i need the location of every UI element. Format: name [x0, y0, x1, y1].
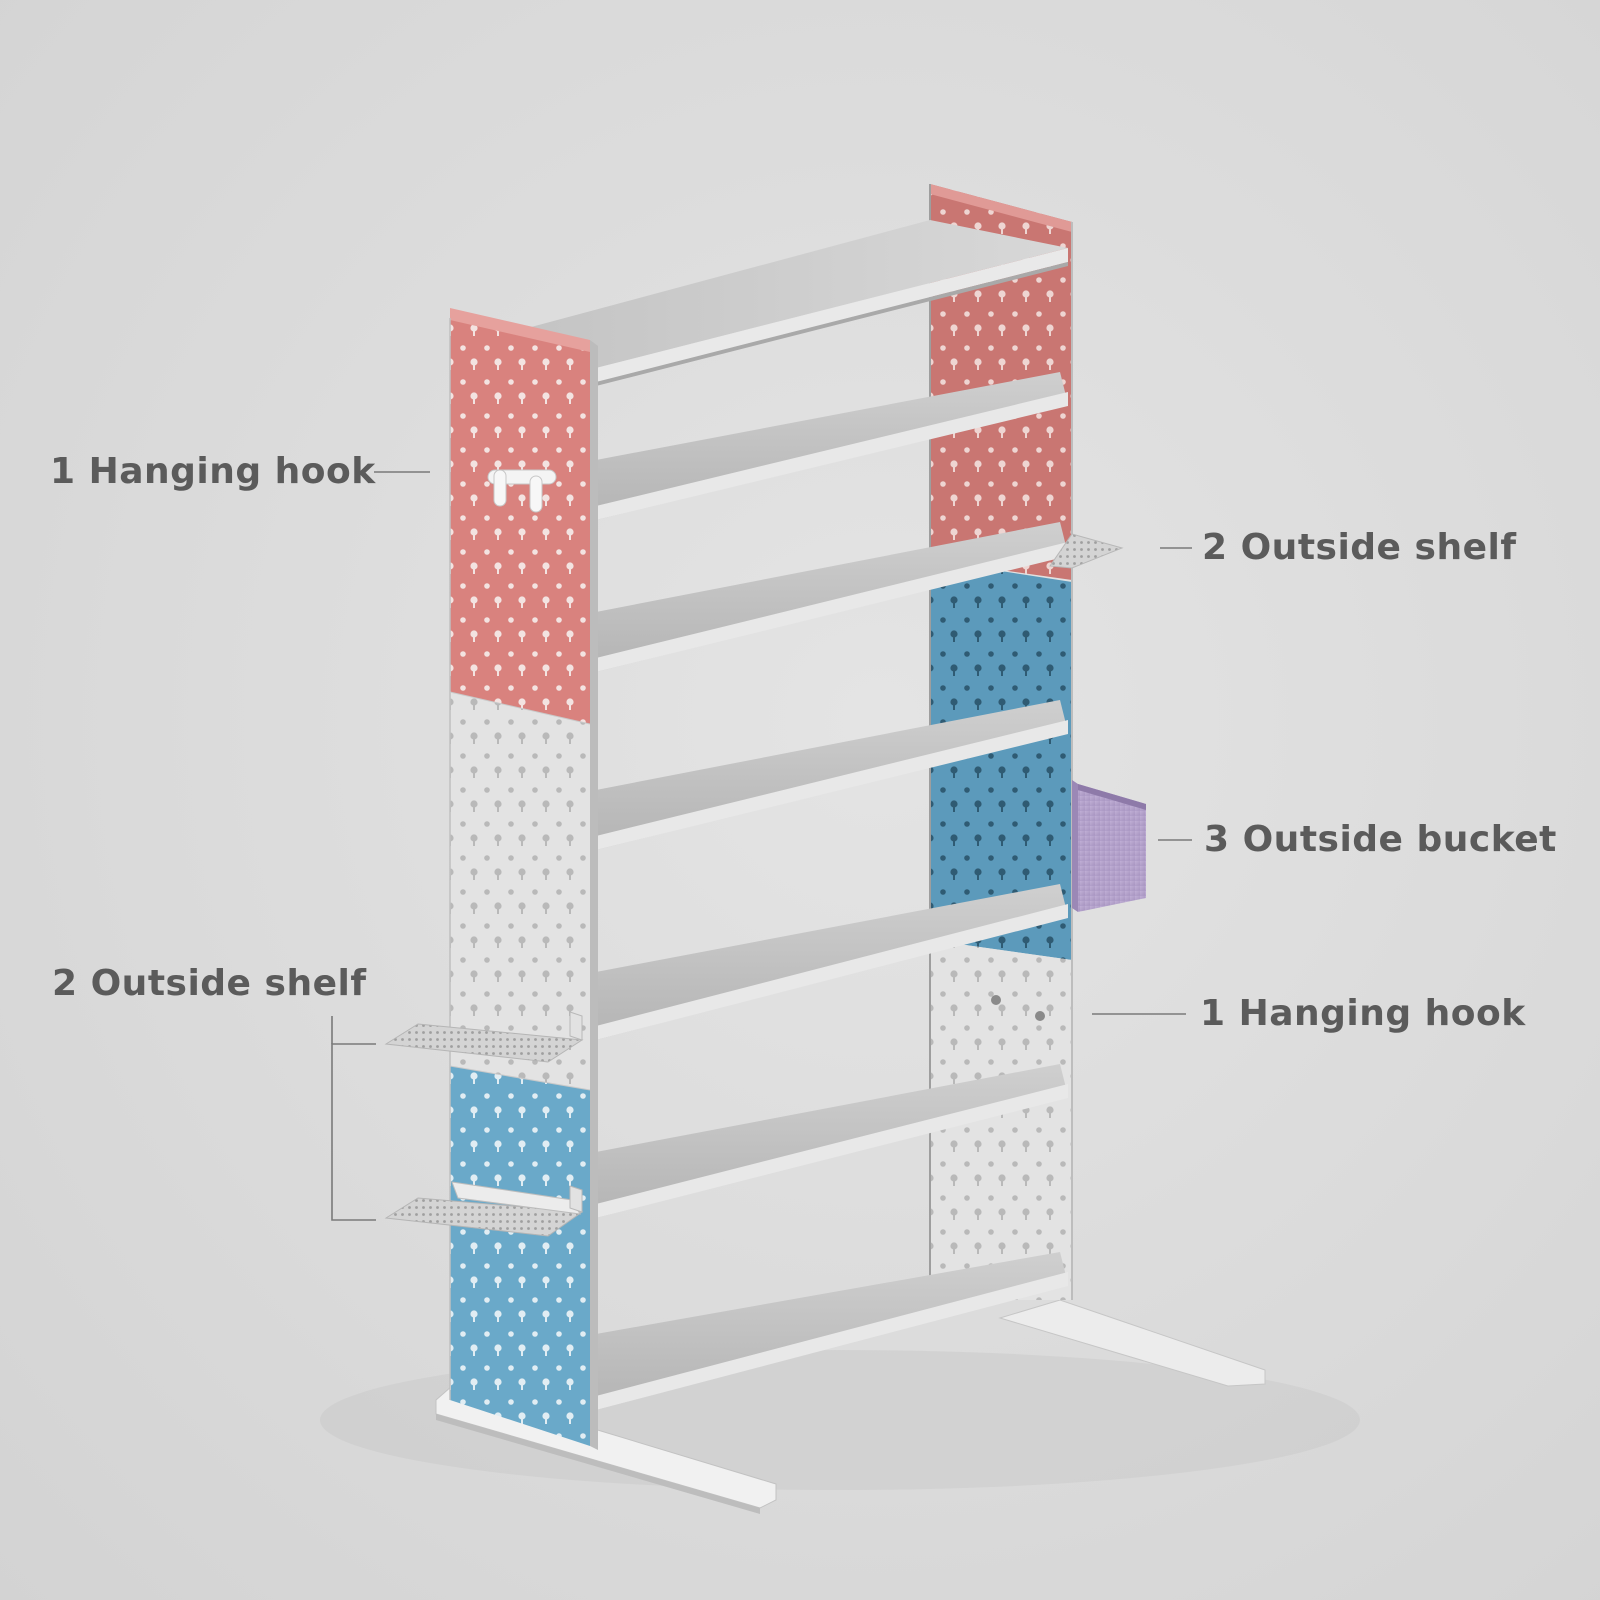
left-upright	[449, 308, 598, 1450]
outside-shelf-left-upper	[384, 1011, 584, 1063]
callout-hanging-hook-right: 1 Hanging hook	[1200, 993, 1526, 1034]
callout-outside-bucket-right: 3 Outside bucket	[1204, 819, 1557, 860]
shelf-7	[596, 1252, 1068, 1410]
callout-outside-shelf-right: 2 Outside shelf	[1202, 527, 1517, 568]
shelf-5	[596, 884, 1068, 1040]
callout-outside-shelf-left: 2 Outside shelf	[52, 963, 367, 1004]
left-hanging-hook	[487, 469, 557, 513]
shelves	[520, 220, 1068, 1410]
shelf-1	[520, 220, 1068, 386]
shelf-3	[596, 522, 1068, 672]
outside-shelf-right	[1049, 533, 1124, 569]
leader-shelf-left-bracket	[331, 1043, 376, 1221]
callout-hanging-hook-left: 1 Hanging hook	[50, 451, 376, 492]
leader-lines	[331, 471, 1192, 1221]
right-hanging-hook	[991, 995, 1045, 1021]
shelf-6	[596, 1064, 1068, 1218]
shelf-4	[596, 700, 1068, 850]
back-foot	[998, 1299, 1266, 1387]
outside-shelf-left-lower	[384, 1181, 584, 1237]
shelf-2	[596, 372, 1068, 520]
outside-bucket	[1072, 780, 1146, 912]
